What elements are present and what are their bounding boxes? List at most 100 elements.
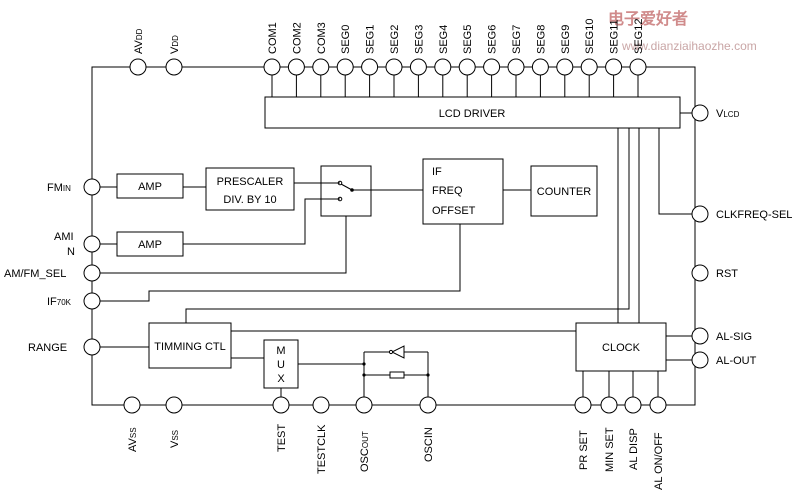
if-label-2: FREQ (432, 185, 463, 197)
amp-fm-label: AMP (138, 181, 162, 193)
mux-label-x: X (277, 373, 285, 385)
prescaler-label-2: DIV. BY 10 (223, 194, 276, 206)
pin-clkfreq-sel (691, 205, 709, 223)
pin-label-seg5: SEG5 (462, 25, 474, 54)
pin-label-oscout: OSCOUT (359, 431, 371, 472)
prescaler-label-1: PRESCALER (217, 176, 284, 188)
pin-com1 (263, 58, 281, 76)
pin-vlcd (691, 104, 709, 122)
pin-com2 (287, 58, 305, 76)
pin-avdd (129, 58, 147, 76)
pin-label-test: TEST (276, 424, 288, 452)
pin-label-seg4: SEG4 (438, 25, 450, 54)
pin-label-seg12: SEG12 (633, 19, 645, 54)
pin-label-min-set: MIN SET (604, 427, 616, 472)
osc-inverter-icon (390, 345, 405, 359)
timming-ctl-label: TIMMING CTL (154, 341, 226, 353)
timming-ctl-block (148, 322, 232, 369)
osc-junction-2 (362, 373, 366, 377)
amp-am-label: AMP (138, 239, 162, 251)
pin-oscout (355, 396, 373, 414)
pin-min-set (600, 396, 618, 414)
pin-label-seg7: SEG7 (511, 25, 523, 54)
pin-label-vdd: VDD (169, 35, 181, 54)
pin-label-amin-1: AMI (54, 231, 74, 243)
pin-label-com2: COM2 (291, 22, 303, 54)
osc-junction-3 (426, 373, 430, 377)
pin-label-com1: COM1 (267, 22, 279, 54)
pin-al-sig (691, 327, 709, 345)
clock-label: CLOCK (602, 342, 641, 354)
pin-label-if70k: IF70K (47, 296, 72, 308)
osc-feedback-resistor (389, 371, 405, 379)
pin-seg7 (507, 58, 525, 76)
pin-seg3 (409, 58, 427, 76)
watermark-cn: 电子爱好者 (608, 9, 688, 28)
pin-test (272, 396, 290, 414)
pin-label-al-onoff: AL ON/OFF (653, 432, 665, 490)
pin-vss (165, 396, 183, 414)
pin-label-com3: COM3 (316, 22, 328, 54)
pin-label-rst: RST (716, 268, 738, 280)
pin-amin (83, 235, 101, 253)
pin-seg10 (580, 58, 598, 76)
pin-testclk (312, 396, 330, 414)
pin-label-seg6: SEG6 (487, 25, 499, 54)
pin-label-range: RANGE (28, 342, 67, 354)
pin-label-al-out: AL-OUT (716, 355, 757, 367)
amp-fm-block (116, 173, 184, 199)
pin-al-out (691, 351, 709, 369)
switch-block (320, 165, 372, 217)
pin-avss (123, 396, 141, 414)
pin-label-pr-set: PR SET (578, 430, 590, 470)
pin-label-al-disp: AL DISP (628, 428, 640, 470)
pin-seg4 (434, 58, 452, 76)
pin-seg0 (336, 58, 354, 76)
pin-amfm-sel (83, 264, 101, 282)
pin-al-onoff (649, 396, 667, 414)
pin-label-seg3: SEG3 (413, 25, 425, 54)
pin-seg8 (531, 58, 549, 76)
pin-label-oscin: OSCIN (423, 427, 435, 462)
pin-label-avdd: AVDD (133, 28, 145, 54)
pin-oscin (419, 396, 437, 414)
pin-label-seg0: SEG0 (340, 25, 352, 54)
pin-vdd (165, 58, 183, 76)
pin-label-seg10: SEG10 (584, 19, 596, 54)
counter-block (530, 165, 598, 217)
pin-rst (691, 264, 709, 282)
pin-label-vlcd: VLCD (716, 108, 740, 120)
pin-label-al-sig: AL-SIG (716, 331, 752, 343)
signal-wires (100, 128, 692, 397)
pin-label-amin-2: N (67, 246, 75, 258)
pin-label-fmin: FMIN (47, 182, 71, 194)
pin-label-seg8: SEG8 (535, 25, 547, 54)
pin-label-seg9: SEG9 (560, 25, 572, 54)
lcd-driver-block (264, 96, 681, 129)
pin-label-clkfreq-sel: CLKFREQ-SEL (716, 209, 792, 221)
pin-seg11 (605, 58, 623, 76)
clock-block (575, 322, 667, 372)
osc-junction (362, 362, 366, 366)
pin-al-disp (624, 396, 642, 414)
pin-fmin (83, 178, 101, 196)
pin-seg5 (458, 58, 476, 76)
pin-seg6 (483, 58, 501, 76)
pin-pr-set (574, 396, 592, 414)
pin-com3 (312, 58, 330, 76)
pin-seg12 (629, 58, 647, 76)
osc-inverter-bubble (388, 349, 394, 355)
mux-label-m: M (276, 345, 285, 357)
counter-label: COUNTER (537, 186, 591, 198)
pin-label-seg11: SEG11 (609, 19, 621, 54)
amp-am-block (116, 231, 184, 257)
lcd-driver-label: LCD DRIVER (439, 108, 506, 120)
prescaler-block (205, 167, 295, 211)
if-label-1: IF (432, 166, 442, 178)
pin-seg9 (556, 58, 574, 76)
pin-seg1 (361, 58, 379, 76)
pin-label-seg2: SEG2 (389, 25, 401, 54)
pin-range (83, 338, 101, 356)
